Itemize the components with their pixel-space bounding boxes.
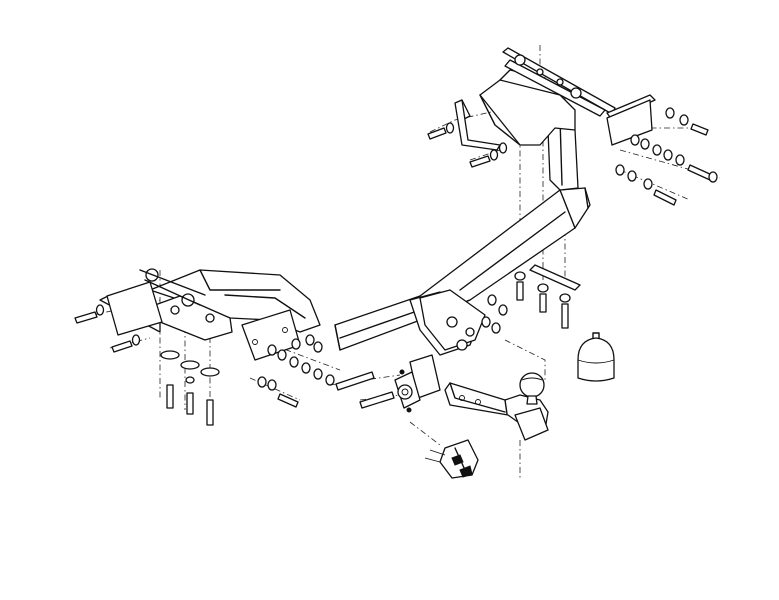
electrical-socket — [424, 439, 479, 479]
left-side-bracket — [99, 268, 321, 361]
crossbar-beam — [334, 117, 591, 351]
center-mount-plates — [409, 264, 581, 356]
tow-ball-neck — [444, 372, 549, 441]
socket-plate — [394, 354, 441, 413]
tow-ball-cap — [577, 332, 615, 382]
right-side-bracket — [454, 47, 656, 151]
fasteners — [74, 107, 718, 426]
